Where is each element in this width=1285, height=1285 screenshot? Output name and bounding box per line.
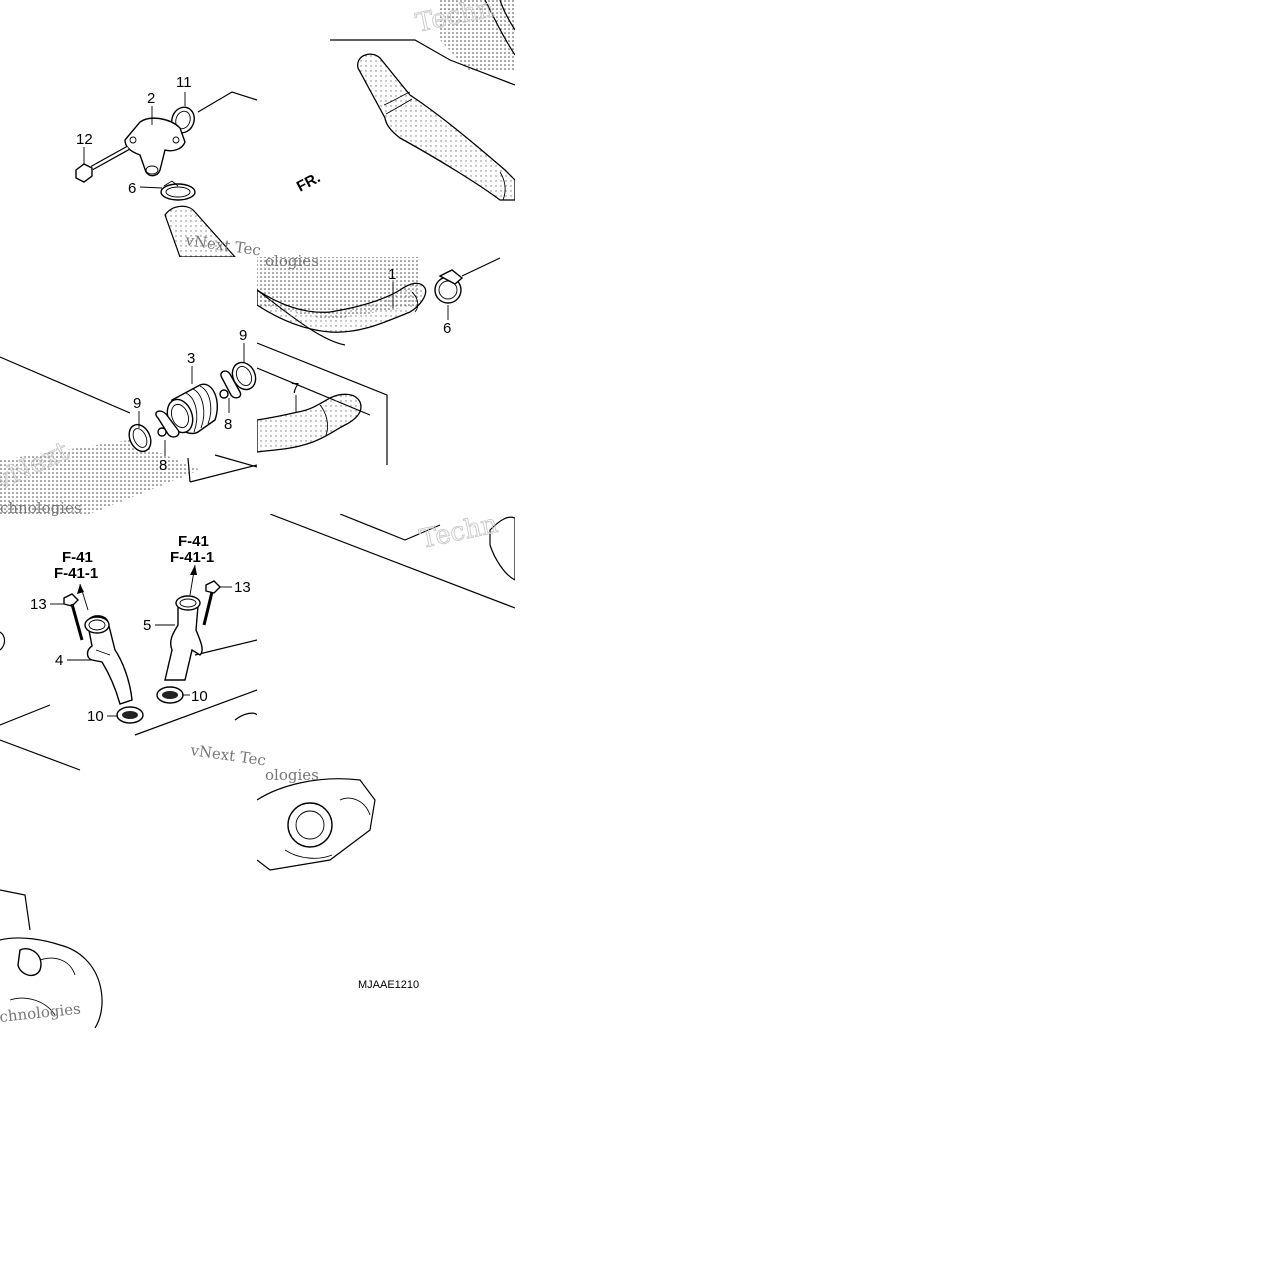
ref-left-line2[interactable]: F-41-1 — [54, 565, 98, 582]
direction-label: FR. — [294, 169, 323, 195]
bolt-13b — [202, 580, 221, 626]
callout-13b: 13 — [234, 579, 251, 596]
engine-section-lower — [0, 889, 103, 1028]
watermark: chnologies — [0, 1000, 82, 1026]
callout-6b: 6 — [443, 320, 451, 337]
callout-5: 5 — [143, 617, 151, 634]
ref-right-line1[interactable]: F-41 — [178, 533, 209, 550]
thermostat-cover-section — [75, 91, 306, 257]
thermostat-cover-2 — [124, 117, 186, 177]
watermark: vNext Tec — [188, 741, 267, 770]
watermark: ologies — [265, 766, 319, 784]
callout-2: 2 — [147, 90, 155, 107]
callout-9b: 9 — [239, 327, 247, 344]
callout-3: 3 — [187, 350, 195, 367]
water-joint-section — [0, 343, 257, 514]
o-ring-9a — [128, 423, 152, 453]
ref-left-line1[interactable]: F-41 — [62, 549, 93, 566]
callout-9a: 9 — [133, 395, 141, 412]
water-hose-1 — [257, 282, 427, 333]
callout-8a: 8 — [159, 457, 167, 474]
callout-7: 7 — [291, 380, 299, 397]
diagram-code: MJAAE1210 — [358, 979, 419, 991]
watermark: ologies — [265, 252, 319, 270]
callout-11: 11 — [176, 74, 192, 91]
callout-13a: 13 — [30, 596, 47, 613]
callout-1: 1 — [388, 266, 396, 283]
callout-6a: 6 — [128, 180, 136, 197]
watermark: chnologies — [0, 499, 82, 517]
bolt-13a — [63, 593, 84, 641]
callout-12: 12 — [76, 131, 93, 148]
callout-8b: 8 — [224, 416, 232, 433]
water-pipe-4 — [84, 615, 133, 705]
clip-8b — [220, 370, 242, 399]
lower-hose-section — [257, 257, 501, 465]
water-hose-7 — [257, 393, 362, 453]
ref-right-line2[interactable]: F-41-1 — [170, 549, 214, 566]
upper-radiator-hose — [357, 53, 515, 201]
engine-section — [257, 778, 376, 871]
front-direction-arrow — [270, 195, 306, 216]
clip-8a — [155, 410, 180, 438]
callout-10a: 10 — [87, 708, 104, 725]
water-pipe-section — [0, 564, 257, 771]
frame-section — [269, 514, 515, 609]
callout-10b: 10 — [191, 688, 208, 705]
callout-4: 4 — [55, 652, 63, 669]
watermark: Techn — [417, 509, 501, 555]
upper-hose-section — [330, 0, 515, 201]
water-pipe-5 — [164, 595, 203, 681]
